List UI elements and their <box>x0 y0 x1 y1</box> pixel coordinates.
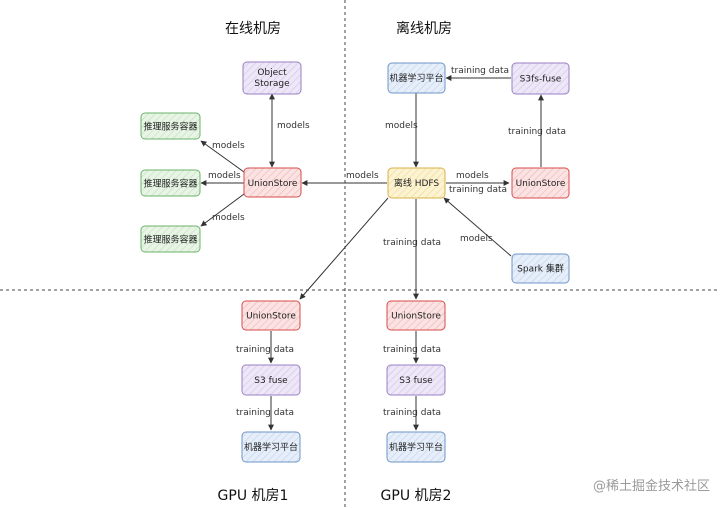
edge-label-ml-hdfs: models <box>385 121 418 131</box>
edge-label-us-i3: models <box>212 213 245 223</box>
edge-label-hdfs-gpu2: training data <box>383 238 441 248</box>
node-s3fs-fuse-label: S3fs-fuse <box>520 75 562 85</box>
edge-label-g1-s3-ml: training data <box>236 408 294 418</box>
node-object-storage-line2: Storage <box>254 79 290 89</box>
node-infer-2[interactable]: 推理服务容器 <box>140 169 201 197</box>
edge-unionstore-infer1 <box>200 140 245 173</box>
node-s3fs-fuse[interactable]: S3fs-fuse <box>511 62 570 95</box>
node-infer-1[interactable]: 推理服务容器 <box>140 112 201 140</box>
edge-label-spark-hdfs: models <box>460 234 493 244</box>
node-s3fuse-gpu1[interactable]: S3 fuse <box>241 364 301 396</box>
node-object-storage-line1: Object <box>257 68 287 78</box>
edge-label-hdfs-us-off-training: training data <box>449 185 507 195</box>
node-s3fuse-gpu1-label: S3 fuse <box>254 376 288 386</box>
edge-label-s3fs-ml: training data <box>451 66 509 76</box>
edge-label-g1-us-s3: training data <box>236 345 294 355</box>
region-title-gpu2: GPU 机房2 <box>381 488 452 504</box>
watermark-text: @稀土掘金技术社区 <box>593 478 710 494</box>
edge-hdfs-gpu1-unionstore <box>299 197 389 300</box>
edge-label-us-i2: models <box>208 171 241 181</box>
node-unionstore-offline-label: UnionStore <box>516 179 566 189</box>
node-hdfs[interactable]: 离线 HDFS <box>387 167 446 199</box>
node-ml-gpu1[interactable]: 机器学习平台 <box>241 431 301 463</box>
node-spark-label: Spark 集群 <box>517 263 564 275</box>
node-unionstore-online[interactable]: UnionStore <box>243 167 302 198</box>
node-ml-platform-offline-label: 机器学习平台 <box>389 72 443 84</box>
region-title-offline: 离线机房 <box>396 20 452 37</box>
edge-label-g2-s3-ml: training data <box>383 408 441 418</box>
node-object-storage[interactable]: Object Storage <box>242 61 302 95</box>
node-ml-gpu2[interactable]: 机器学习平台 <box>386 431 446 463</box>
node-unionstore-offline[interactable]: UnionStore <box>511 167 570 199</box>
edge-label-os-us: models <box>277 121 310 131</box>
node-s3fuse-gpu2-label: S3 fuse <box>399 376 433 386</box>
edges <box>200 75 544 431</box>
node-spark[interactable]: Spark 集群 <box>511 253 570 284</box>
node-unionstore-online-label: UnionStore <box>248 179 298 189</box>
node-ml-platform-offline[interactable]: 机器学习平台 <box>387 62 446 94</box>
node-unionstore-gpu1[interactable]: UnionStore <box>241 300 301 331</box>
edge-label-us-off-s3fs: training data <box>508 127 566 137</box>
node-infer-3-label: 推理服务容器 <box>143 234 197 246</box>
node-infer-1-label: 推理服务容器 <box>143 121 197 133</box>
region-title-gpu1: GPU 机房1 <box>218 488 289 504</box>
node-unionstore-gpu2[interactable]: UnionStore <box>386 300 446 331</box>
node-unionstore-gpu1-label: UnionStore <box>246 312 296 322</box>
edge-label-hdfs-us-off-models: models <box>456 171 489 181</box>
node-unionstore-gpu2-label: UnionStore <box>391 312 441 322</box>
edge-label-us-i1: models <box>212 141 245 151</box>
edge-spark-hdfs <box>443 197 512 257</box>
edge-label-g2-us-s3: training data <box>383 345 441 355</box>
node-ml-gpu2-label: 机器学习平台 <box>389 441 443 453</box>
node-infer-3[interactable]: 推理服务容器 <box>140 225 201 253</box>
edge-unionstore-infer3 <box>200 193 245 227</box>
node-hdfs-label: 离线 HDFS <box>394 177 440 189</box>
region-title-online: 在线机房 <box>225 21 281 37</box>
edge-label-hdfs-us-online: models <box>346 171 379 181</box>
node-ml-gpu1-label: 机器学习平台 <box>244 441 298 453</box>
node-infer-2-label: 推理服务容器 <box>143 178 197 190</box>
node-s3fuse-gpu2[interactable]: S3 fuse <box>386 364 446 396</box>
